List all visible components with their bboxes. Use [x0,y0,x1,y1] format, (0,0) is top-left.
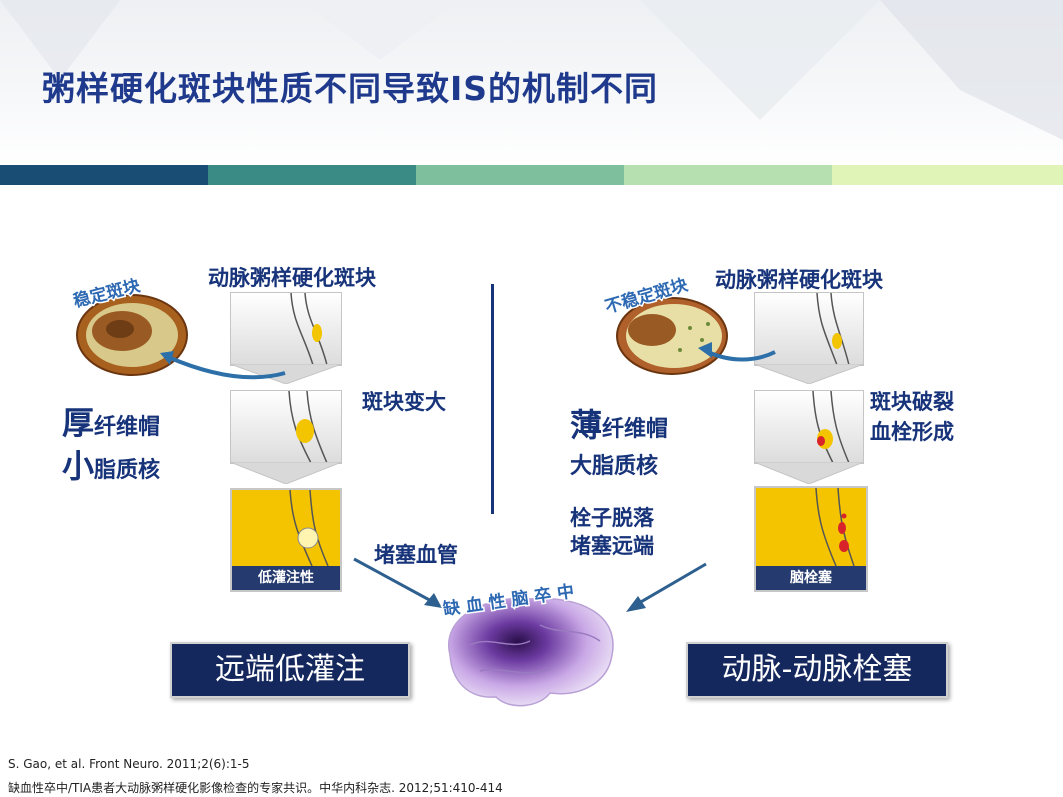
header-label: 动脉粥样硬化斑块 [715,268,883,292]
box-caption: 脑栓塞 [756,566,866,590]
feature-label: 厚纤维帽 [62,398,160,444]
chevron-down-icon [754,462,864,484]
page-title: 粥样硬化斑块性质不同导致IS的机制不同 [42,69,659,108]
step-label: 血栓形成 [870,420,954,444]
step-label: 斑块变大 [362,390,446,414]
color-band-segment [624,165,832,185]
artery-diagram-icon [754,390,864,464]
step-label: 堵塞血管 [374,543,458,567]
feature-emphasis: 薄 [570,406,603,444]
feature-label: 大脂质核 [570,454,659,479]
step-label: 堵塞远端 [570,534,654,558]
box-caption: 低灌注性 [232,566,340,590]
feature-text: 脂质核 [94,458,161,483]
color-band-segment [416,165,624,185]
center-divider [491,284,494,514]
plaque-cross-section-icon [616,297,728,375]
header-label: 动脉粥样硬化斑块 [208,266,376,290]
color-band-segment [0,165,208,185]
step-label: 斑块破裂 [870,390,954,414]
chevron-down-icon [754,364,864,384]
arrow-icon [353,557,442,608]
feature-text: 纤维帽 [602,417,669,442]
feature-emphasis: 厚 [62,404,95,442]
arrow-icon [698,342,776,362]
chevron-down-icon [230,364,342,384]
step-label: 栓子脱落 [570,506,654,530]
brain-icon: 缺血性脑卒中 [440,578,614,707]
artery-diagram-icon: 低灌注性 [230,488,342,592]
feature-label: 薄纤维帽 [570,400,668,446]
arrow-icon [160,351,286,380]
chevron-down-icon [230,462,342,484]
artery-diagram-icon [230,292,342,366]
plaque-label-arc: 不稳定斑块 [601,272,692,318]
feature-text: 纤维帽 [94,415,161,440]
result-box: 动脉-动脉栓塞 [686,642,948,698]
result-box: 远端低灌注 [170,642,410,698]
header-background [0,0,1063,165]
artery-diagram-icon [230,390,342,464]
color-band-segment [832,165,1063,185]
color-band-segment [208,165,416,185]
citation: 缺血性卒中/TIA患者大动脉粥样硬化影像检查的专家共识。中华内科杂志. 2012… [8,781,503,795]
plaque-cross-section-icon [76,294,188,376]
artery-diagram-icon: 脑栓塞 [754,486,868,592]
arrow-icon [626,562,707,612]
feature-label: 小脂质核 [62,441,160,487]
plaque-label-arc: 稳定斑块 [70,273,145,312]
citation: S. Gao, et al. Front Neuro. 2011;2(6):1-… [8,757,250,771]
decorative-polygons [0,0,1063,140]
feature-emphasis: 小 [62,447,95,485]
